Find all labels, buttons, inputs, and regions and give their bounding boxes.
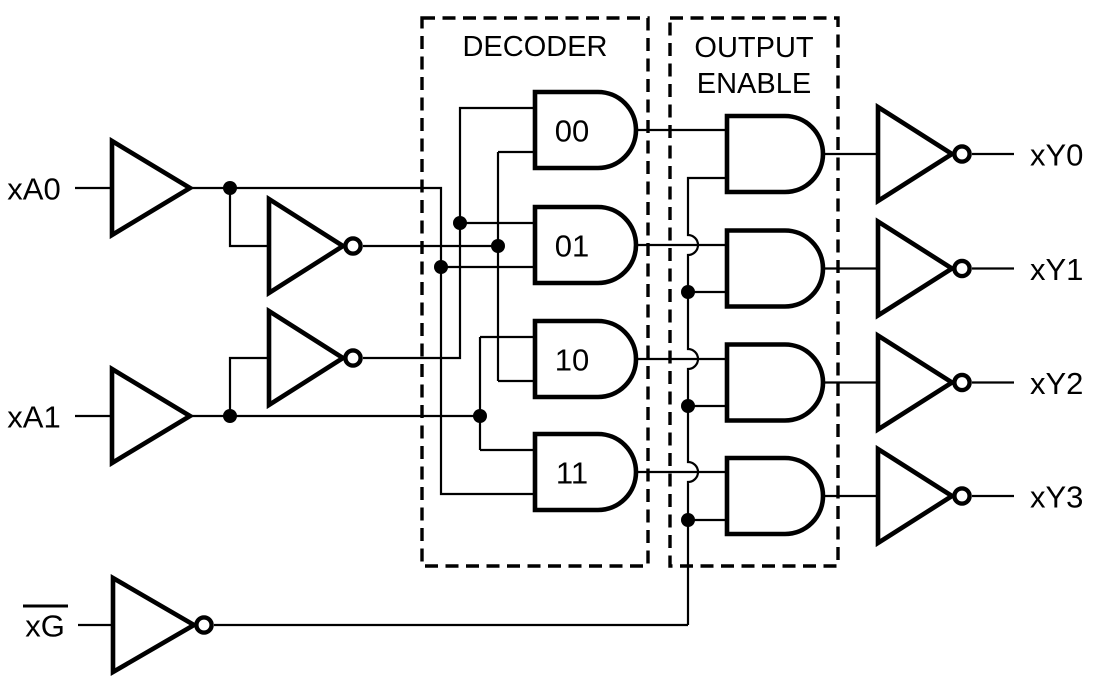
and-gate-00-label: 00 — [555, 114, 589, 149]
output-enable-gates — [724, 113, 826, 537]
label-xy2: xY2 — [1030, 366, 1083, 401]
input-xa0: xA0 — [7, 136, 195, 240]
junction-dot-xa0 — [223, 181, 237, 195]
junction-dot-enable-y3 — [681, 513, 695, 527]
decoder-box — [420, 16, 650, 568]
decoder-title: DECODER — [462, 31, 607, 63]
and-gate-oe-y1 — [724, 228, 826, 309]
junction-dot-a1 — [473, 409, 487, 423]
and-gate-01 — [532, 204, 639, 286]
inverter-gate-y3 — [875, 444, 957, 548]
and-gate-11-label: 11 — [556, 456, 588, 491]
junction-dot-na1-g01 — [453, 216, 467, 230]
label-xa1: xA1 — [7, 400, 60, 435]
label-xy0: xY0 — [1030, 138, 1083, 173]
output-enable-section: OUTPUT ENABLE — [668, 16, 840, 568]
junction-dot-enable-y1 — [681, 285, 695, 299]
and-gate-00 — [532, 89, 639, 171]
label-xa0: xA0 — [7, 172, 60, 207]
label-xg: xG — [25, 609, 65, 644]
label-xy3: xY3 — [1030, 480, 1083, 515]
output-y2: xY2 — [875, 331, 1083, 434]
inverter-xa0 — [266, 194, 363, 298]
buffer-gate-xa0 — [109, 136, 195, 240]
and-gate-11 — [532, 431, 639, 513]
and-gate-oe-y2 — [724, 342, 826, 423]
inverter-gate-y1 — [875, 217, 957, 320]
inversion-bubble-y1 — [952, 258, 972, 279]
inversion-bubble-y3 — [952, 486, 972, 506]
input-xa1: xA1 — [7, 364, 195, 468]
wires — [75, 106, 1014, 627]
decoder-section: DECODER — [420, 16, 650, 568]
inverter-xa1 — [266, 306, 363, 410]
output-enable-title-line2: ENABLE — [697, 68, 811, 100]
junction-dot-na0 — [491, 239, 505, 253]
and-gate-01-label: 01 — [555, 229, 589, 264]
wire-na1-route — [363, 106, 535, 360]
junction-dot-enable-y2 — [681, 399, 695, 413]
and-gate-oe-y3 — [724, 455, 826, 537]
inverter-gate-xa0 — [266, 194, 348, 298]
label-xy1: xY1 — [1030, 252, 1083, 287]
wire-xa0-true — [190, 186, 535, 496]
junction-dot-xa1 — [223, 409, 237, 423]
buffer-gate-xa1 — [109, 364, 195, 468]
wire-xa0-inverter-feed — [228, 188, 269, 248]
inversion-bubble-y2 — [952, 372, 972, 393]
wire-enable-vertical-with-hops — [686, 176, 727, 625]
and-gate-oe-y0 — [724, 113, 826, 195]
junction-dots — [223, 181, 695, 527]
inverter-gate-y0 — [875, 102, 957, 206]
output-y1: xY1 — [875, 217, 1083, 320]
input-xg: xG — [23, 574, 214, 676]
inversion-bubble-xg — [194, 615, 214, 635]
output-y0: xY0 — [875, 102, 1083, 206]
inversion-bubble-xa1 — [343, 348, 363, 368]
inverter-gate-xg — [110, 574, 199, 676]
junction-dot-a0-g01 — [434, 260, 448, 274]
inversion-bubble-y0 — [952, 144, 972, 164]
output-enable-title-line1: OUTPUT — [694, 32, 814, 64]
and-gate-10-label: 10 — [555, 343, 589, 378]
inversion-bubble-xa0 — [343, 236, 363, 256]
decoder-gates: 00 01 10 11 — [532, 89, 639, 513]
and-gate-10 — [532, 318, 639, 400]
inverter-gate-xa1 — [266, 306, 348, 410]
output-y3: xY3 — [875, 444, 1083, 548]
output-enable-box — [668, 16, 840, 568]
wire-xa1-inverter-feed — [228, 356, 269, 416]
inverter-gate-y2 — [875, 331, 957, 434]
